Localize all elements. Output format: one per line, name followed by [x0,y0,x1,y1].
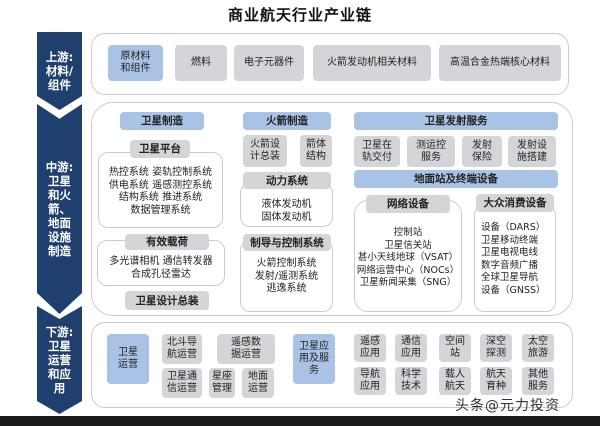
network-equipment-frame [354,200,462,312]
upstream-item-raw-materials: 原材料 和组件 [108,45,163,81]
payload-content: 多光谱相机 通信转发器 合成孔径雷达 [109,256,213,280]
rocket-manufacturing-header: 火箭制造 [243,112,331,130]
upstream-item-electronics: 电子元器件 [234,45,304,81]
bottom-bar [0,416,600,426]
consumer-equipment-label: 大众消费设备 [476,194,554,212]
app-item-space-station: 空间 站 [439,334,471,362]
launch-item-insurance: 发射 保险 [462,136,502,167]
satellite-platform-label: 卫星平台 [130,140,190,158]
app-item-communication: 通信 应用 [395,334,427,362]
ops-item-remote-sensing-data: 遥感数 据运营 [217,334,275,364]
ops-item-constellation-mgmt: 星座 管理 [209,368,235,398]
app-item-space-breeding: 航天 育种 [480,367,512,395]
upstream-item-engine-materials: 火箭发动机相关材料 [313,45,431,81]
stage-midstream-label: 中游: 卫星 和火 箭、 地面 设施 制造 [45,160,74,258]
satellite-manufacturing-header: 卫星制造 [120,112,204,130]
payload-label: 有效载荷 [125,234,209,250]
app-item-science-tech: 科学 技术 [395,367,427,395]
power-system-label: 动力系统 [243,172,331,189]
ops-item-sat-comm: 卫星通 信运营 [162,368,202,398]
rocket-item-body-structure: 箭体 结构 [300,135,332,167]
ops-item-beidou: 北斗导 航运营 [162,334,202,364]
network-equipment-content: 控制站 卫星信关站 甚小天线地球（VSAT） 网络运营中心（NOCs） 卫星新闻… [356,227,460,288]
app-item-other-services: 其他 服务 [522,367,554,395]
satellite-platform-content: 热控系统 姿轨控制系统 供电系统 遥感测控系统 结构系统 推进系统 数据管理系统 [108,167,213,216]
ops-item-ground-ops: 地面 运营 [242,368,274,398]
stage-upstream: 上游: 材料/ 组件 [37,32,82,110]
launch-item-in-orbit-delivery: 卫星在 轨交付 [354,136,400,167]
app-item-manned-spaceflight: 载人 航天 [439,367,471,395]
rocket-item-design-assembly: 火箭设 计总装 [243,135,287,167]
app-item-navigation: 导航 应用 [354,367,386,395]
watermark: 头条@元力投资 [455,398,560,414]
app-item-space-tourism: 太空 旅游 [522,334,554,362]
guidance-system-content: 火箭控制系统 发射/遥测系统 逃逸系统 [254,258,319,294]
stage-midstream: 中游: 卫星 和火 箭、 地面 设施 制造 [37,104,82,314]
satellite-operations-header: 卫星 运营 [107,334,149,384]
power-system-content: 液体发动机 固体发动机 [261,199,312,223]
launch-item-facility-build: 发射设 施搭建 [508,136,556,167]
app-item-remote-sensing: 遥感 应用 [354,334,386,362]
satellite-platform-frame [98,152,223,228]
launch-services-header: 卫星发射服务 [354,112,558,130]
satellite-assembly: 卫星设计总装 [125,291,209,310]
satellite-applications-header: 卫星应 用及服 务 [293,334,335,384]
upstream-item-fuel: 燃料 [175,45,227,81]
stage-upstream-label: 上游: 材料/ 组件 [45,50,74,92]
consumer-equipment-content: 设备（DARS） 卫星移动终端 卫星电视电线 数字音频广播 全球卫星导航 设备（… [481,222,546,296]
diagram-title: 商业航天行业产业链 [227,6,372,24]
guidance-system-label: 制导与控制系统 [243,234,331,251]
app-item-deep-space: 深空 探测 [480,334,512,362]
stage-downstream-label: 下游: 卫星 运营 和应 用 [45,325,74,395]
launch-item-ttc-service: 测运控 服务 [407,136,455,167]
upstream-item-alloy-materials: 高温合金热端核心材料 [439,45,561,81]
network-equipment-label: 网络设备 [366,195,450,213]
ground-equipment-header: 地面站及终端设备 [354,170,558,188]
power-system-frame [240,183,333,227]
stage-downstream: 下游: 卫星 运营 和应 用 [37,306,82,414]
